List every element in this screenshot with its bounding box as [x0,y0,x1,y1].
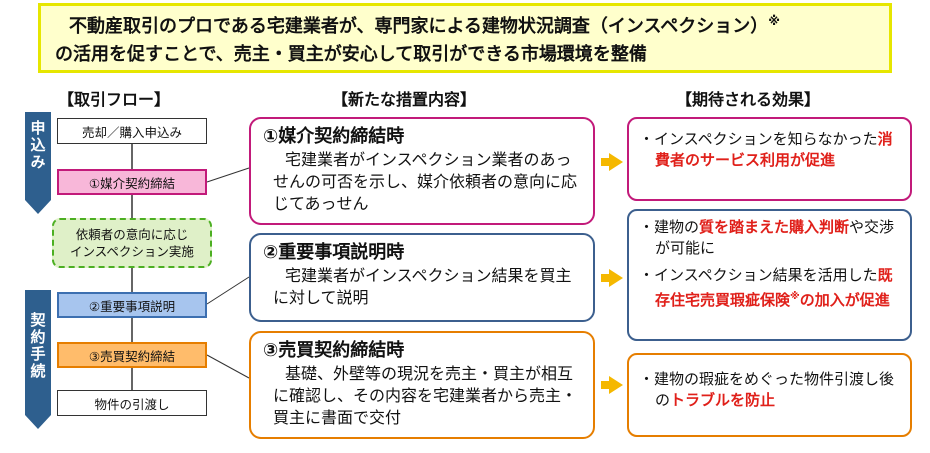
measure-important-matters: ②重要事項説明時 宅建業者がインスペクション結果を買主に対して説明 [249,233,595,322]
measure-2-body: 宅建業者がインスペクション結果を買主に対して説明 [273,266,572,307]
effect-service-usage: ・インスペクションを知らなかった消費者のサービス利用が促進 [627,117,912,201]
column-title-effects: 【期待される効果】 [676,90,821,109]
measure-1-body: 宅建業者がインスペクション業者のあっせんの可否を示し、媒介依頼者の意向に応じてあ… [273,150,578,213]
phase-application-arrowhead [25,200,51,214]
flow-step-handover: 物件の引渡し [57,390,207,416]
header-banner: 不動産取引のプロである宅建業者が、専門家による建物状況調査（インスペクション）※… [38,3,892,73]
flow-step-brokerage-contract: ①媒介契約締結 [57,169,207,195]
arrow-right-icon [601,269,623,287]
measure-2-title: ②重要事項説明時 [263,242,405,263]
effect-trouble-prevention: ・建物の瑕疵をめぐった物件引渡し後のトラブルを防止 [627,353,912,437]
effect-2a-text: ・建物の質を踏まえた購入判断や交渉が可能に [639,218,895,257]
column-title-flow: 【取引フロー】 [58,90,171,109]
header-line-1: 不動産取引のプロである宅建業者が、専門家による建物状況調査（インスペクション）※ [69,14,780,37]
effect-2b-text: ・インスペクション結果を活用した既存住宅売買瑕疵保険※の加入が促進 [639,266,893,309]
flow-step-important-matters: ②重要事項説明 [57,292,207,318]
flow-step-application: 売却／購入申込み [57,118,207,144]
phase-application: 申込み [25,112,51,200]
header-line-2: の活用を促すことで、売主・買主が安心して取引ができる市場環境を整備 [55,44,647,65]
flow-step-inspection: 依頼者の意向に応じ インスペクション実施 [52,218,212,268]
phase-contract-arrowhead [25,415,51,429]
effect-purchase-decision: ・建物の質を踏まえた購入判断や交渉が可能に ・インスペクション結果を活用した既存… [627,209,912,341]
effect-3-text: ・建物の瑕疵をめぐった物件引渡し後のトラブルを防止 [639,370,895,409]
measure-sales-contract: ③売買契約締結時 基礎、外壁等の現況を売主・買主が相互に確認し、その内容を宅建業… [249,331,595,439]
column-title-measures: 【新たな措置内容】 [332,90,477,109]
measure-brokerage-contract: ①媒介契約締結時 宅建業者がインスペクション業者のあっせんの可否を示し、媒介依頼… [249,117,595,225]
header-footnote-mark: ※ [768,14,780,28]
arrow-right-icon [601,376,623,394]
arrow-right-icon [601,153,623,171]
effect-1-text: ・インスペクションを知らなかった消費者のサービス利用が促進 [639,130,893,169]
measure-3-body: 基礎、外壁等の現況を売主・買主が相互に確認し、その内容を宅建業者から売主・買主に… [273,364,578,427]
measure-3-title: ③売買契約締結時 [263,340,405,361]
flow-step-sales-contract: ③売買契約締結 [57,342,207,368]
measure-1-title: ①媒介契約締結時 [263,126,405,147]
phase-contract: 契約手続 [25,290,51,415]
